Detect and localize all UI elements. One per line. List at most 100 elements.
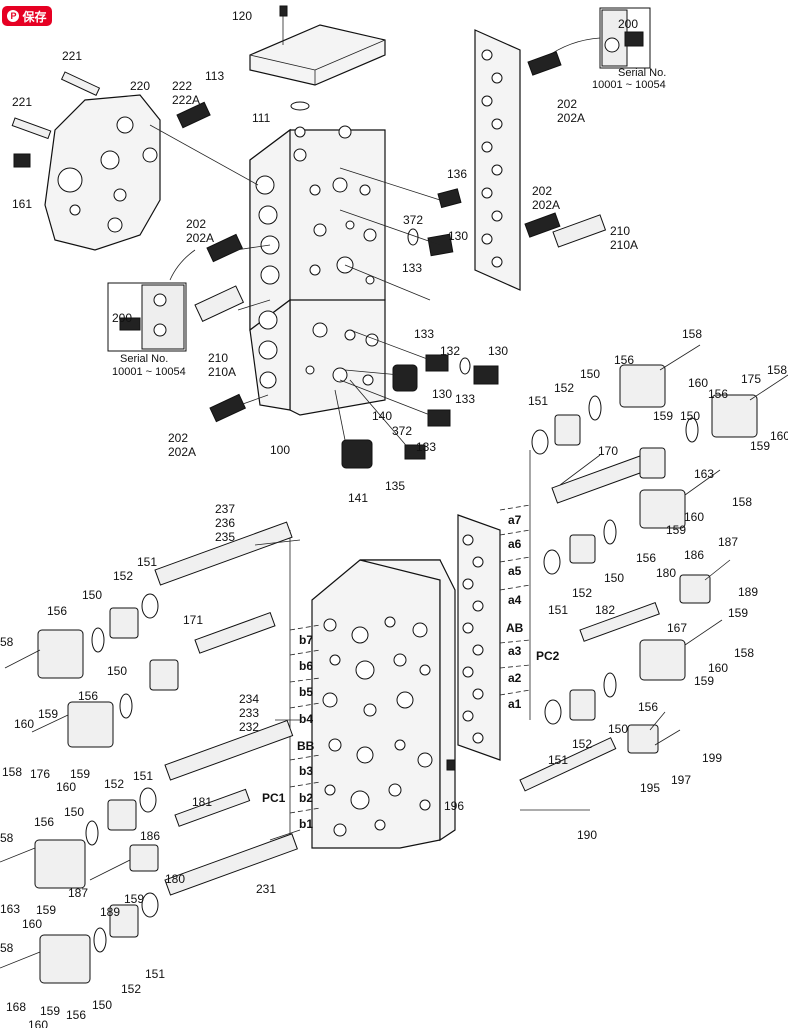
part-label: 221 (12, 95, 32, 109)
port-label: PC1 (262, 791, 286, 805)
left-spool-assemblies (34, 521, 298, 984)
part-label: 150 (604, 571, 624, 585)
part-label: 156 (708, 387, 728, 401)
part-label: 113 (205, 69, 224, 83)
part-label: 210 (208, 351, 228, 365)
gasket-hole (472, 688, 484, 700)
part-label: 130 (432, 387, 452, 401)
part-label: 152 (572, 737, 592, 751)
gasket-hole (472, 644, 484, 656)
relief-valve-202-mid (524, 212, 561, 238)
part-label: 120 (232, 9, 252, 23)
port-label: b4 (299, 712, 313, 726)
serial-range-right: 10001 ~ 10054 (592, 79, 666, 91)
part-label: 151 (133, 769, 153, 783)
relief-valve-202 (206, 233, 244, 263)
part-label: 133 (414, 327, 434, 341)
part-label: 100 (270, 443, 290, 457)
part-label: 156 (78, 689, 98, 703)
port-label: BB (297, 739, 315, 753)
part-label: 133 (455, 392, 475, 406)
part-label: 161 (12, 197, 32, 211)
pinterest-save-button[interactable]: P 保存 (2, 6, 52, 26)
part-label: 158 (682, 327, 702, 341)
relief-valve-202-upper (527, 51, 562, 76)
bolt-221 (60, 71, 101, 96)
bolt-221-b (11, 117, 52, 140)
part-label: 160 (14, 717, 34, 731)
relief-valve-210-right (552, 214, 607, 248)
part-label: 186 (140, 829, 160, 843)
part-label: 160 (770, 429, 788, 443)
part-label: 150 (107, 664, 127, 678)
part-label: 150 (608, 722, 628, 736)
gasket-hole (462, 666, 474, 678)
gasket-hole (481, 187, 493, 199)
gasket-hole (481, 49, 493, 61)
part-label: 180 (656, 566, 676, 580)
part-label: 135 (385, 479, 405, 493)
gasket-hole (462, 534, 474, 546)
part-label: 167 (667, 621, 687, 635)
cover-plate (249, 24, 386, 86)
part-label: 160 (688, 376, 708, 390)
port-label: PC2 (536, 649, 560, 663)
part-label: 202A (557, 111, 585, 125)
part-label: 151 (137, 555, 157, 569)
part-label: 152 (104, 777, 124, 791)
part-label: 182 (595, 603, 615, 617)
part-label: 159 (70, 767, 90, 781)
port-label: b2 (299, 791, 313, 805)
part-label: 196 (444, 799, 464, 813)
part-label: 220 (130, 79, 150, 93)
plug-161 (13, 153, 31, 168)
part-label: 160 (28, 1018, 48, 1028)
part-label: 150 (92, 998, 112, 1012)
part-label: 152 (113, 569, 133, 583)
part-label: 200 (618, 17, 638, 31)
part-label: 111 (252, 111, 271, 125)
part-label: 222A (172, 93, 200, 107)
part-label: 159 (666, 523, 686, 537)
part-label: 160 (684, 510, 704, 524)
part-label: 231 (256, 882, 276, 896)
gasket-hole (472, 732, 484, 744)
part-label: 186 (684, 548, 704, 562)
part-label: 58 (0, 941, 14, 955)
part-196 (446, 759, 456, 771)
bolt-120 (279, 5, 288, 17)
part-label: 160 (56, 780, 76, 794)
port-label: a4 (508, 593, 522, 607)
part-label: 150 (680, 409, 700, 423)
part-label: 189 (100, 905, 120, 919)
part-label: 130 (448, 229, 468, 243)
port-label: a5 (508, 564, 522, 578)
part-label: 235 (215, 530, 235, 544)
part-label: 168 (6, 1000, 26, 1014)
plug-222 (176, 101, 211, 129)
port-label: b1 (299, 817, 313, 831)
part-label: 133 (416, 440, 436, 454)
serial-label-left: Serial No. (120, 353, 168, 365)
part-label: 156 (66, 1008, 86, 1022)
part-label: 133 (402, 261, 422, 275)
part-label: 151 (528, 394, 548, 408)
gasket-hole (462, 710, 474, 722)
part-label: 151 (548, 753, 568, 767)
part-label: 176 (30, 767, 50, 781)
pinterest-icon: P (7, 10, 20, 22)
port-label: a6 (508, 537, 522, 551)
part-label: 171 (183, 613, 203, 627)
port-label: b7 (299, 633, 313, 647)
part-label: 175 (741, 372, 761, 386)
part-label: 160 (22, 917, 42, 931)
part-label: 151 (145, 967, 165, 981)
part-label: 158 (732, 495, 752, 509)
gasket-hole (491, 164, 503, 176)
part-label: 159 (750, 439, 770, 453)
part-label: 237 (215, 502, 235, 516)
gasket-hole (462, 622, 474, 634)
part-label: 236 (215, 516, 235, 530)
